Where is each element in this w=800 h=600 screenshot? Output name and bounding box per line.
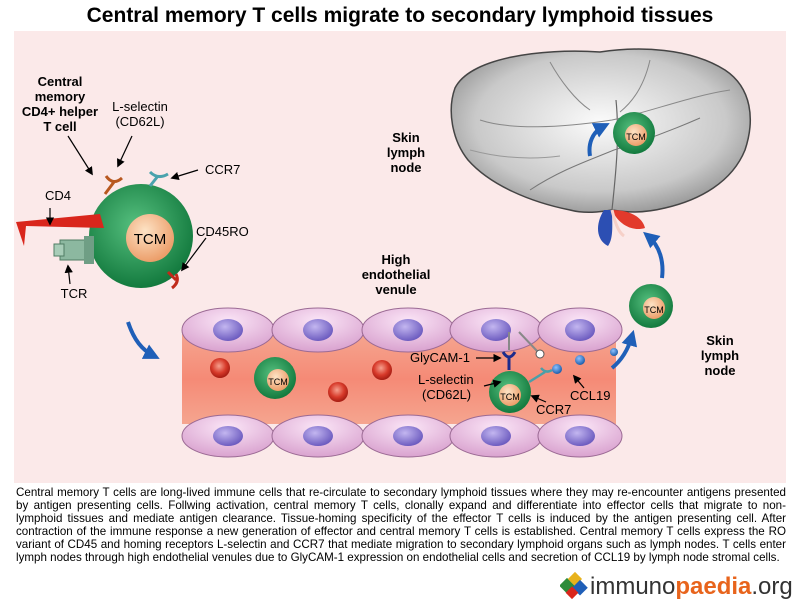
immunopaedia-logo: immunopaedia.org [560, 571, 793, 600]
tcm-cell-in-vessel: TCM [254, 357, 296, 399]
cd4-receptor [16, 214, 104, 246]
endothelial-row-top [181, 307, 623, 353]
tcm-cell-exiting: TCM [629, 284, 673, 328]
text-labels: Central memory CD4+ helper T cell L-sele… [22, 74, 739, 417]
lselectin2-label-1: L-selectin [418, 372, 474, 387]
hev-label-2: endothelial [362, 267, 431, 282]
l-selectin-receptor [103, 175, 123, 195]
lselectin-label-1: L-selectin [112, 99, 168, 114]
logo-part-2: paedia [675, 573, 752, 600]
logo-part-3: .org [751, 573, 792, 600]
logo-mark-icon [560, 571, 588, 600]
migration-arrows [126, 123, 665, 370]
high-endothelial-venule: TCM TCM [181, 307, 623, 458]
lselectin2-label-2: (CD62L) [422, 387, 471, 402]
lymph-node [450, 48, 751, 246]
skin-node-right-label-2: lymph [701, 348, 739, 363]
central-memory-tcell: TCM [16, 170, 193, 290]
logo-part-1: immuno [590, 573, 675, 600]
glycam-molecules [501, 331, 545, 370]
ccl19-label: CCL19 [570, 388, 610, 403]
glycam-label: GlyCAM-1 [410, 350, 470, 365]
skin-node-right-label-3: node [704, 363, 735, 378]
tcm-cell-in-node: TCM [613, 112, 655, 154]
hev-label-3: venule [375, 282, 416, 297]
arrow-into-vessel [126, 321, 160, 359]
cd4-cell-label-4: T cell [43, 119, 76, 134]
tcm-main-label: TCM [134, 231, 167, 248]
cd4-cell-label-3: CD4+ helper [22, 104, 98, 119]
skin-node-right-label-1: Skin [706, 333, 734, 348]
red-blood-cell [210, 358, 230, 378]
cd45ro-receptor [166, 270, 179, 290]
arrow-up-to-node [643, 231, 665, 279]
arrow-into-node [587, 123, 610, 157]
red-blood-cell [328, 382, 348, 402]
tcr-label: TCR [61, 286, 88, 301]
tcm-label: TCM [500, 392, 520, 402]
pointer-arrows [45, 135, 585, 403]
ccr7-2-label: CCR7 [536, 402, 571, 417]
svg-text:immunopaedia.org: immunopaedia.org [590, 573, 793, 600]
page-title: Central memory T cells migrate to second… [86, 4, 714, 27]
ccl19-chemokine [575, 355, 585, 365]
cd4-label: CD4 [45, 188, 71, 203]
skin-node-top-label-1: Skin [392, 130, 420, 145]
cd45ro-label: CD45RO [196, 224, 249, 239]
tcr-receptor [53, 236, 94, 264]
lselectin-label-2: (CD62L) [115, 114, 164, 129]
ccr7-label: CCR7 [205, 162, 240, 177]
caption: Central memory T cells are long-lived im… [16, 486, 786, 564]
skin-node-top-label-2: lymph [387, 145, 425, 160]
cd4-cell-label-1: Central [38, 74, 83, 89]
red-blood-cell [372, 360, 392, 380]
endothelial-row-bottom [181, 414, 623, 458]
tcm-label: TCM [644, 305, 664, 315]
arrow-out-vessel [610, 329, 638, 370]
ccr7-receptor [148, 170, 169, 187]
skin-node-top-label-3: node [390, 160, 421, 175]
hev-label-1: High [382, 252, 411, 267]
ccl19-chemokine [610, 348, 618, 356]
diagram: TCM TCM TCM TCM [16, 48, 751, 458]
cd4-cell-label-2: memory [35, 89, 86, 104]
tcm-label: TCM [268, 377, 288, 387]
ccl19-chemokine [552, 364, 562, 374]
tcm-label: TCM [626, 132, 646, 142]
